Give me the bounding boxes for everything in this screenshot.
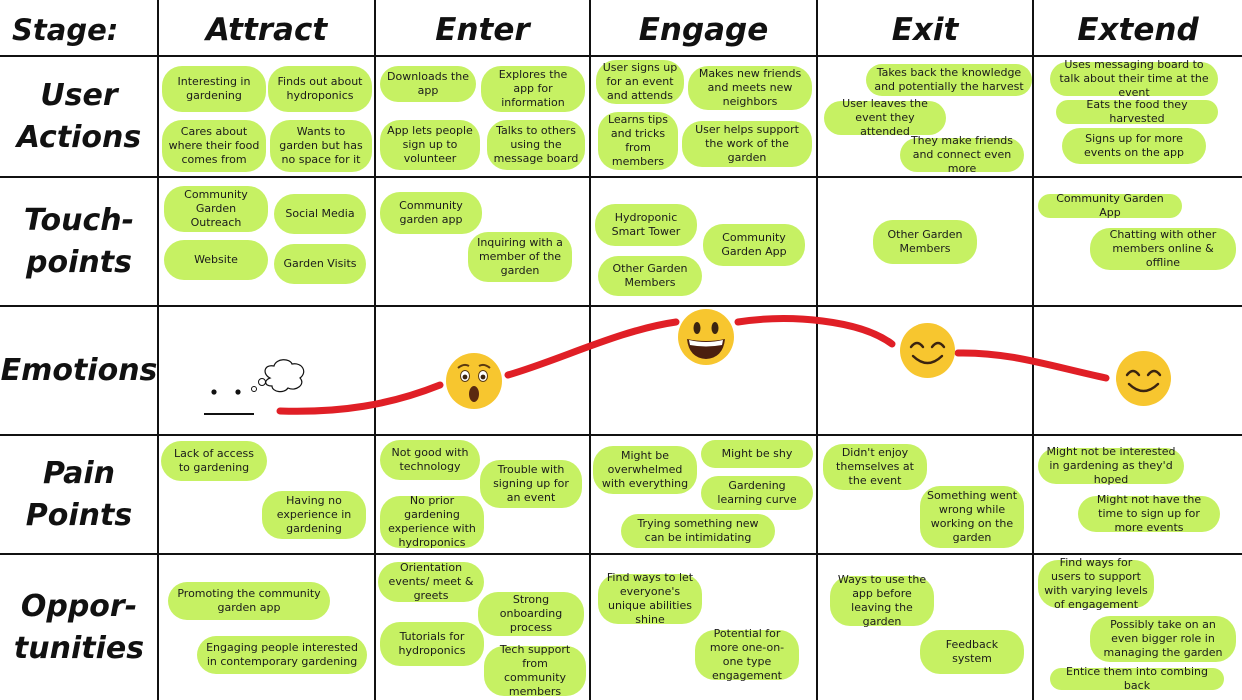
sticky-note: Community Garden App: [1038, 192, 1182, 219]
row-label-opportunities: Oppor- tunities: [0, 555, 158, 700]
column-divider: [157, 0, 159, 700]
sticky-note: Other Garden Members: [598, 256, 702, 296]
sticky-note: Not good with technology: [380, 440, 480, 480]
sticky-note: Website: [164, 240, 268, 280]
sticky-note: Community garden app: [380, 192, 482, 234]
sticky-note: User signs up for an event and attends: [596, 60, 684, 104]
stage-exit: Exit: [891, 12, 959, 48]
sticky-note: Might not be interested in gardening as …: [1038, 445, 1184, 486]
sticky-note: They make friends and connect even more: [900, 134, 1024, 175]
column-divider: [589, 0, 591, 700]
row-divider: [0, 305, 1242, 307]
sticky-note: Find ways for users to support with vary…: [1038, 556, 1154, 611]
sticky-note: Might be shy: [701, 440, 813, 468]
sticky-note: Talks to others using the message board: [487, 120, 585, 170]
sticky-note: Tutorials for hydroponics: [380, 622, 484, 666]
stage-extend: Extend: [1077, 12, 1199, 48]
row-divider: [0, 434, 1242, 436]
row-divider: [0, 553, 1242, 555]
row-label-line: Touch-: [23, 202, 135, 238]
row-divider: [0, 176, 1242, 178]
sticky-note: Ways to use the app before leaving the g…: [830, 573, 934, 628]
sticky-note: Gardening learning curve: [701, 476, 813, 510]
smiling-emoji: [899, 322, 956, 379]
sticky-note: Eats the food they harvested: [1056, 98, 1218, 125]
neutral-thinking-emoji: [196, 359, 305, 422]
column-divider: [374, 0, 376, 700]
sticky-note: User leaves the event they attended: [824, 97, 946, 138]
sticky-note: Community Garden Outreach: [164, 186, 268, 232]
column-divider: [816, 0, 818, 700]
sticky-note: Orientation events/ meet & greets: [378, 561, 484, 602]
row-label-line: Oppor-: [20, 588, 138, 624]
row-label-line: Points: [25, 497, 133, 533]
sticky-note: Entice them into combing back: [1050, 665, 1224, 692]
sticky-note: Chatting with other members online & off…: [1090, 228, 1236, 270]
sticky-note: Engaging people interested in contempora…: [197, 636, 367, 674]
sticky-note: No prior gardening experience with hydro…: [380, 494, 484, 549]
sticky-note: Finds out about hydroponics: [268, 66, 372, 112]
stage-enter: Enter: [435, 12, 530, 48]
sticky-note: Social Media: [274, 194, 366, 234]
row-divider: [0, 55, 1242, 57]
sticky-note: Makes new friends and meets new neighbor…: [688, 66, 812, 110]
sticky-note: Trouble with signing up for an event: [480, 460, 582, 508]
sticky-note: Other Garden Members: [873, 220, 977, 264]
row-label-line: Emotions: [0, 352, 158, 388]
surprised-emoji: [445, 352, 503, 410]
sticky-note: Signs up for more events on the app: [1062, 128, 1206, 164]
sticky-note: Interesting in gardening: [162, 66, 266, 112]
stage-label: Stage:: [12, 13, 119, 47]
stage-attract: Attract: [205, 12, 328, 48]
row-label-emotions: Emotions: [0, 307, 158, 434]
sticky-note: Trying something new can be intimidating: [621, 514, 775, 548]
sticky-note: Strong onboarding process: [478, 592, 584, 636]
sticky-note: Community Garden App: [703, 224, 805, 266]
emotion-line: [276, 315, 1110, 415]
row-label-line: tunities: [13, 630, 145, 666]
sticky-note: App lets people sign up to volunteer: [380, 120, 480, 170]
sticky-note: Uses messaging board to talk about their…: [1050, 58, 1218, 99]
sticky-note: User helps support the work of the garde…: [682, 121, 812, 167]
row-label-line: Pain: [43, 455, 115, 491]
sticky-note: Cares about where their food comes from: [162, 120, 266, 172]
row-label-user-actions: User Actions: [0, 57, 158, 176]
row-label-pain-points: Pain Points: [0, 436, 158, 553]
sticky-note: Having no experience in gardening: [262, 491, 366, 539]
grinning-emoji: [677, 308, 735, 366]
sticky-note: Feedback system: [920, 630, 1024, 674]
sticky-note: Downloads the app: [380, 66, 476, 102]
sticky-note: Takes back the knowledge and potentially…: [866, 64, 1032, 96]
sticky-note: Learns tips and tricks from members: [598, 112, 678, 170]
sticky-note: Lack of access to gardening: [161, 441, 267, 481]
sticky-note: Hydroponic Smart Tower: [595, 204, 697, 246]
sticky-note: Something went wrong while working on th…: [920, 486, 1024, 548]
sticky-note: Explores the app for information: [481, 66, 585, 112]
sticky-note: Potential for more one-on-one type engag…: [695, 627, 799, 682]
sticky-note: Tech support from community members: [484, 643, 586, 698]
row-label-line: Actions: [16, 119, 142, 155]
sticky-note: Might not have the time to sign up for m…: [1078, 493, 1220, 534]
smiling-emoji: [1115, 350, 1172, 407]
sticky-note: Promoting the community garden app: [168, 582, 330, 620]
sticky-note: Inquiring with a member of the garden: [468, 232, 572, 282]
row-label-line: points: [26, 244, 132, 280]
sticky-note: Might be overwhelmed with everything: [593, 446, 697, 494]
row-label-line: User: [40, 77, 118, 113]
stage-engage: Engage: [638, 12, 769, 48]
sticky-note: Didn't enjoy themselves at the event: [823, 444, 927, 490]
sticky-note: Wants to garden but has no space for it: [270, 120, 372, 172]
sticky-note: Garden Visits: [274, 244, 366, 284]
sticky-note: Find ways to let everyone's unique abili…: [598, 571, 702, 626]
row-label-touchpoints: Touch- points: [0, 178, 158, 305]
sticky-note: Possibly take on an even bigger role in …: [1090, 616, 1236, 662]
column-divider: [1032, 0, 1034, 700]
